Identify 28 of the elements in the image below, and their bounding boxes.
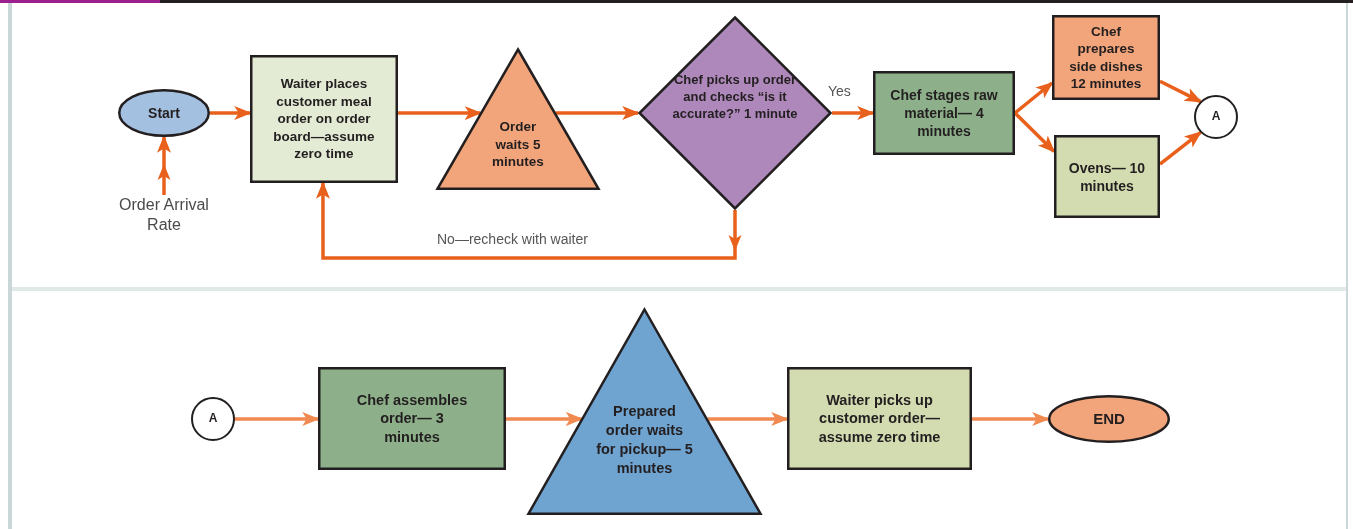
edge-label: Yes [826, 83, 853, 99]
connector-circle [1194, 95, 1238, 139]
step-text: Waiter picks up customer order— assume zero time [817, 390, 942, 447]
step-text: A [1210, 109, 1222, 125]
step-text: Chef assembles order— 3 minutes [355, 390, 469, 447]
connector-circle [191, 397, 235, 441]
process-box [318, 367, 506, 470]
process-box [250, 55, 398, 183]
step-text: Prepared order waits for pickup— 5 minutes [595, 402, 694, 478]
step-text: END [1092, 409, 1126, 429]
step-text: Chef picks up order and checks “is it accurate?” 1 minute [672, 72, 798, 123]
step-text: Chef prepares side dishes 12 minutes [1068, 22, 1144, 93]
edge-label: No—recheck with waiter [435, 231, 590, 247]
end-ellipse [1048, 395, 1170, 443]
step-text: Waiter places customer meal order on order board—assume zero time [272, 75, 376, 163]
step-text: A [207, 411, 219, 427]
process-box [787, 367, 972, 470]
step-text: Ovens— 10 minutes [1067, 158, 1147, 195]
input-label: Order Arrival Rate [116, 195, 212, 235]
step-text: Start [147, 103, 181, 123]
wait-triangle [527, 308, 762, 515]
process-box [1054, 135, 1160, 218]
process-box [873, 71, 1015, 155]
wait-triangle [436, 48, 600, 190]
step-text: Chef stages raw material— 4 minutes [889, 85, 999, 141]
start-ellipse [118, 89, 210, 137]
step-text: Order waits 5 minutes [491, 118, 545, 171]
process-box [1052, 15, 1160, 100]
